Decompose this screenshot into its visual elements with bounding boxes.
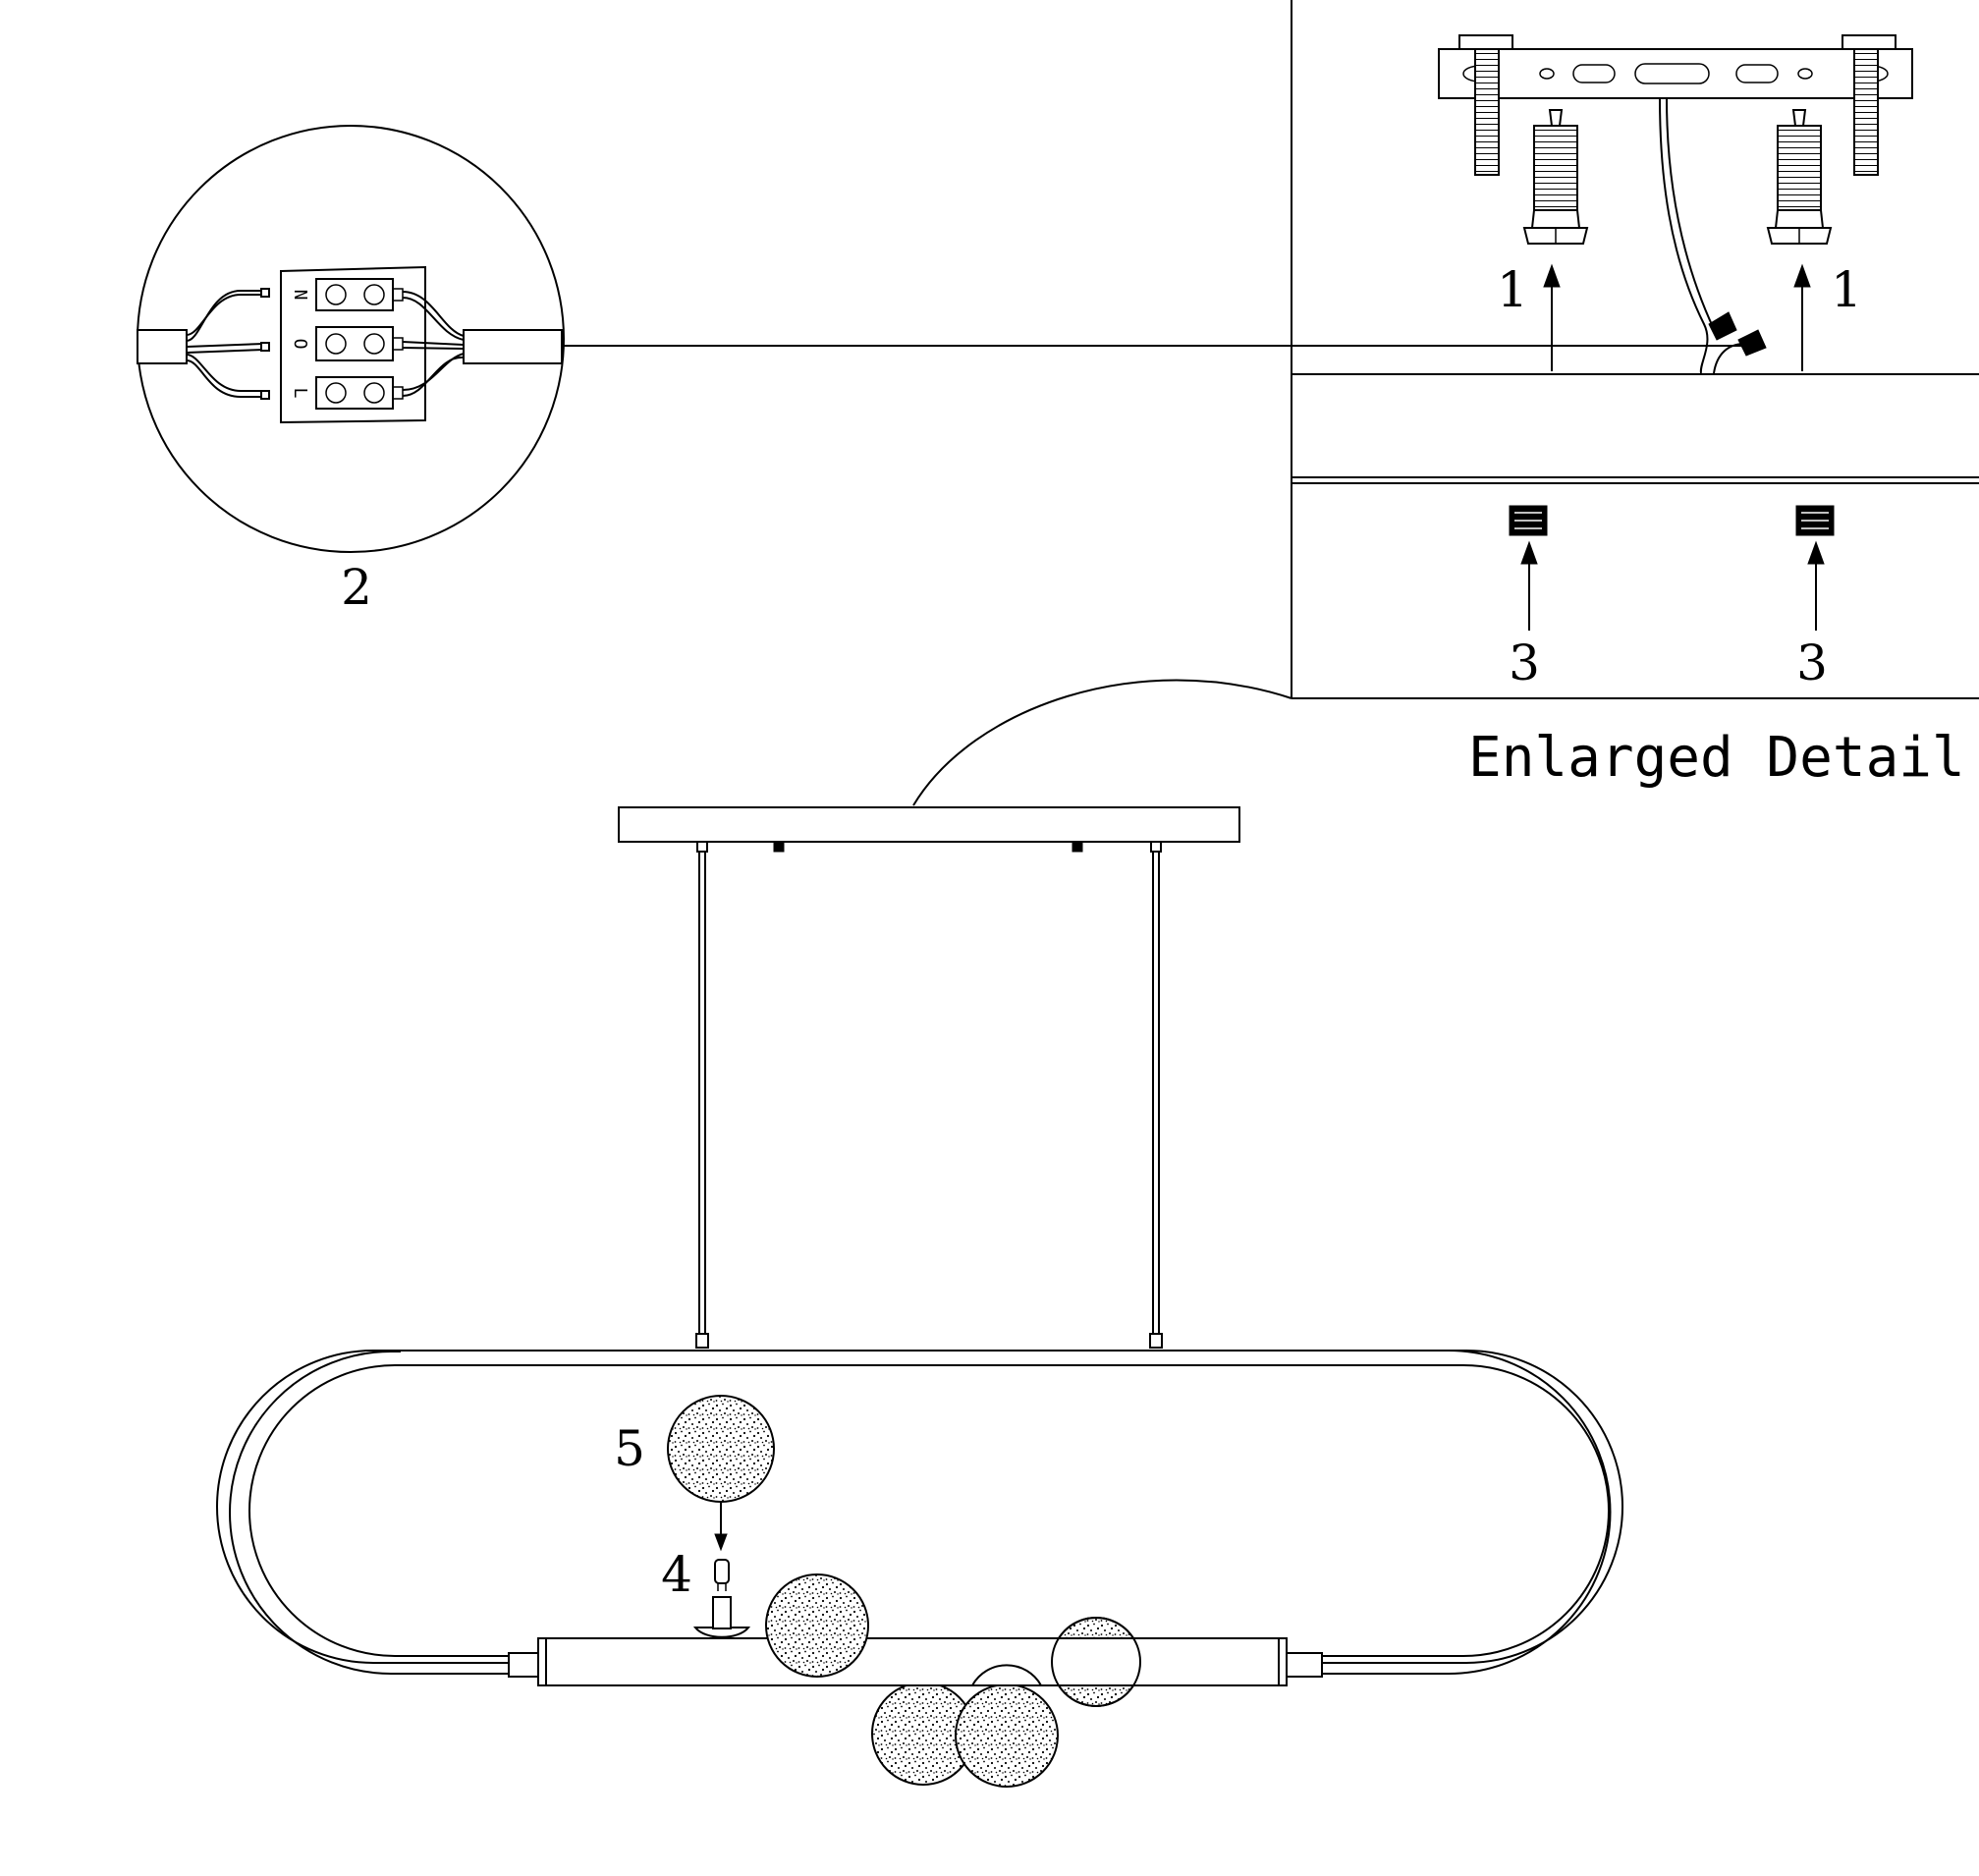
supply-wires	[1659, 97, 1767, 374]
callout-cap-left: 3	[1509, 635, 1540, 691]
mounting-bolt-left	[1458, 34, 1513, 176]
light-bar	[508, 1637, 1323, 1686]
suspension-cables	[695, 852, 1163, 1349]
callout-bulb: 4	[661, 1546, 692, 1603]
detail-caption: Enlarged Detail	[1468, 726, 1965, 790]
callout-cap-right: 3	[1796, 635, 1828, 691]
enlarged-detail-panel: 1 1 3 3	[560, 0, 1979, 699]
canopy	[618, 806, 1240, 853]
screw-right	[1766, 109, 1833, 245]
globe-detached	[667, 1395, 775, 1503]
decorative-cap-left	[1509, 505, 1548, 536]
screw-left	[1522, 109, 1589, 245]
terminal-label-ground: O	[290, 339, 310, 350]
callout-globe: 5	[614, 1420, 645, 1477]
arrow-cap-right	[1807, 540, 1825, 631]
terminal-block-detail: N O L	[137, 125, 565, 553]
terminal-label-n: N	[290, 290, 310, 301]
mounting-bracket	[1438, 48, 1913, 99]
mounting-bolt-right	[1842, 34, 1897, 176]
g9-bulb	[714, 1559, 730, 1591]
arrow-globe-to-bulb	[714, 1503, 728, 1552]
terminal-label-l: L	[290, 388, 310, 399]
arrow-screw-right	[1793, 263, 1811, 371]
detail-arc	[912, 679, 1292, 806]
globe	[1051, 1617, 1141, 1707]
callout-screw-right: 1	[1831, 261, 1862, 318]
globe	[765, 1573, 869, 1678]
ring-frame	[216, 1350, 1623, 1675]
callout-screw-left: 1	[1497, 261, 1528, 318]
arrow-cap-left	[1520, 540, 1538, 631]
bulb-socket	[692, 1596, 751, 1638]
callout-terminal-block: 2	[341, 559, 372, 616]
arrow-screw-left	[1543, 263, 1561, 371]
globe	[955, 1683, 1059, 1788]
decorative-cap-right	[1795, 505, 1835, 536]
